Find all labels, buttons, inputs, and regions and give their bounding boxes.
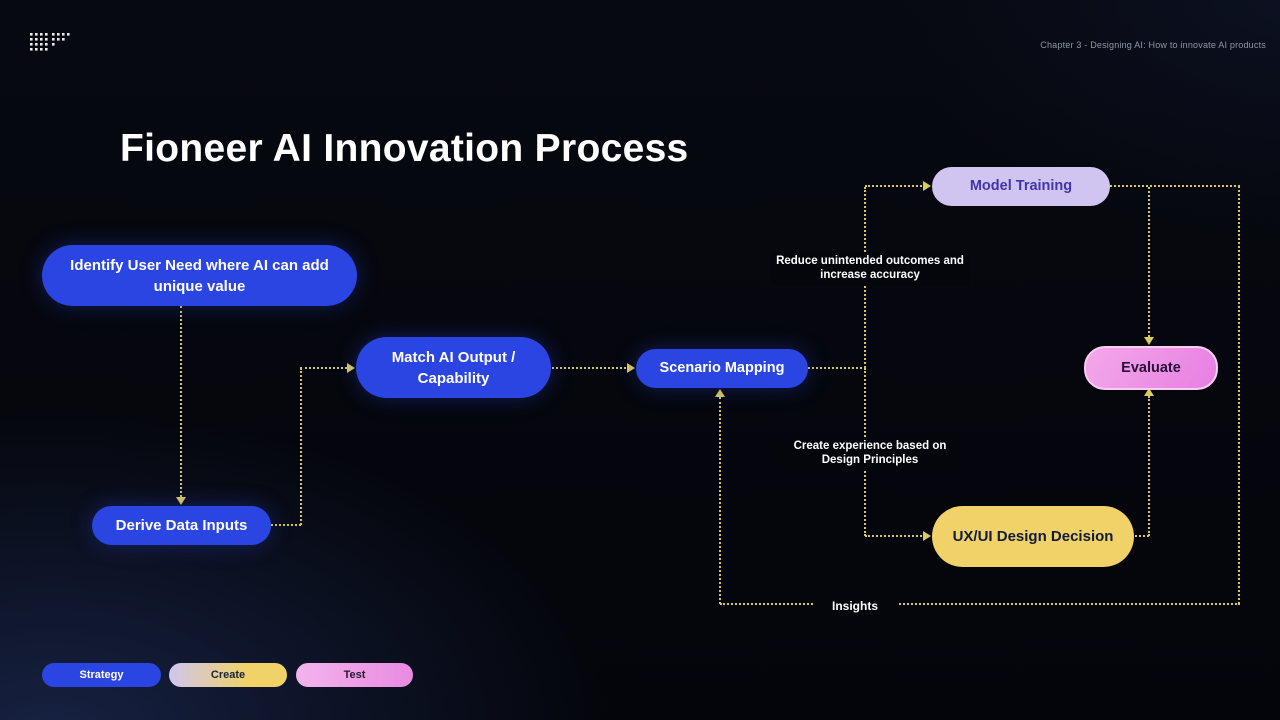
node-match-ai-output: Match AI Output / Capability: [356, 337, 551, 398]
connector-right-side-feedback: [1238, 186, 1240, 604]
node-uxui-design-decision: UX/UI Design Decision: [932, 506, 1134, 567]
node-evaluate: Evaluate: [1084, 346, 1218, 390]
connector-derive-elbow-h1: [271, 524, 301, 526]
arrowhead-into-uxui-icon: [923, 531, 931, 541]
legend-strategy: Strategy: [42, 663, 161, 687]
node-scenario-mapping: Scenario Mapping: [636, 349, 808, 388]
arrowhead-into-evaluate-bottom-icon: [1144, 388, 1154, 396]
connector-derive-match-h2: [300, 367, 347, 369]
legend-create: Create: [169, 663, 287, 687]
connector-identify-derive: [180, 306, 182, 497]
connector-into-model-training: [865, 185, 922, 187]
connector-insights-feedback-h: [720, 603, 1240, 605]
node-identify-user-need: Identify User Need where AI can add uniq…: [42, 245, 357, 306]
arrowhead-into-derive-icon: [176, 497, 186, 505]
node-model-training: Model Training: [932, 167, 1110, 206]
arrowhead-into-model-training-icon: [923, 181, 931, 191]
arrowhead-into-scenario-bottom-icon: [715, 389, 725, 397]
arrowhead-into-evaluate-top-icon: [1144, 337, 1154, 345]
connector-down-to-evaluate: [1148, 187, 1150, 337]
chapter-reference: Chapter 3 - Designing AI: How to innovat…: [1040, 40, 1266, 50]
connector-derive-elbow-v: [300, 368, 302, 525]
connector-scenario-junction: [808, 367, 866, 369]
page-title: Fioneer AI Innovation Process: [120, 127, 689, 171]
connector-up-to-evaluate: [1148, 396, 1150, 536]
legend-create-label: Create: [210, 669, 246, 681]
node-derive-data-inputs: Derive Data Inputs: [92, 506, 271, 545]
legend-test: Test: [296, 663, 413, 687]
edge-label-create-experience: Create experience based on Design Princi…: [778, 437, 962, 470]
edge-label-insights: Insights: [813, 597, 897, 616]
legend-test-label: Test: [343, 669, 366, 681]
connector-model-training-right: [1110, 185, 1240, 187]
fioneer-logo-icon: [30, 33, 70, 51]
arrowhead-into-match-icon: [347, 363, 355, 373]
legend-strategy-label: Strategy: [79, 669, 124, 681]
edge-label-reduce-outcomes: Reduce unintended outcomes and increase …: [771, 252, 969, 285]
connector-match-scenario: [527, 367, 626, 369]
connector-into-uxui: [865, 535, 922, 537]
connector-insights-feedback-v: [719, 397, 721, 604]
arrowhead-into-scenario-icon: [627, 363, 635, 373]
